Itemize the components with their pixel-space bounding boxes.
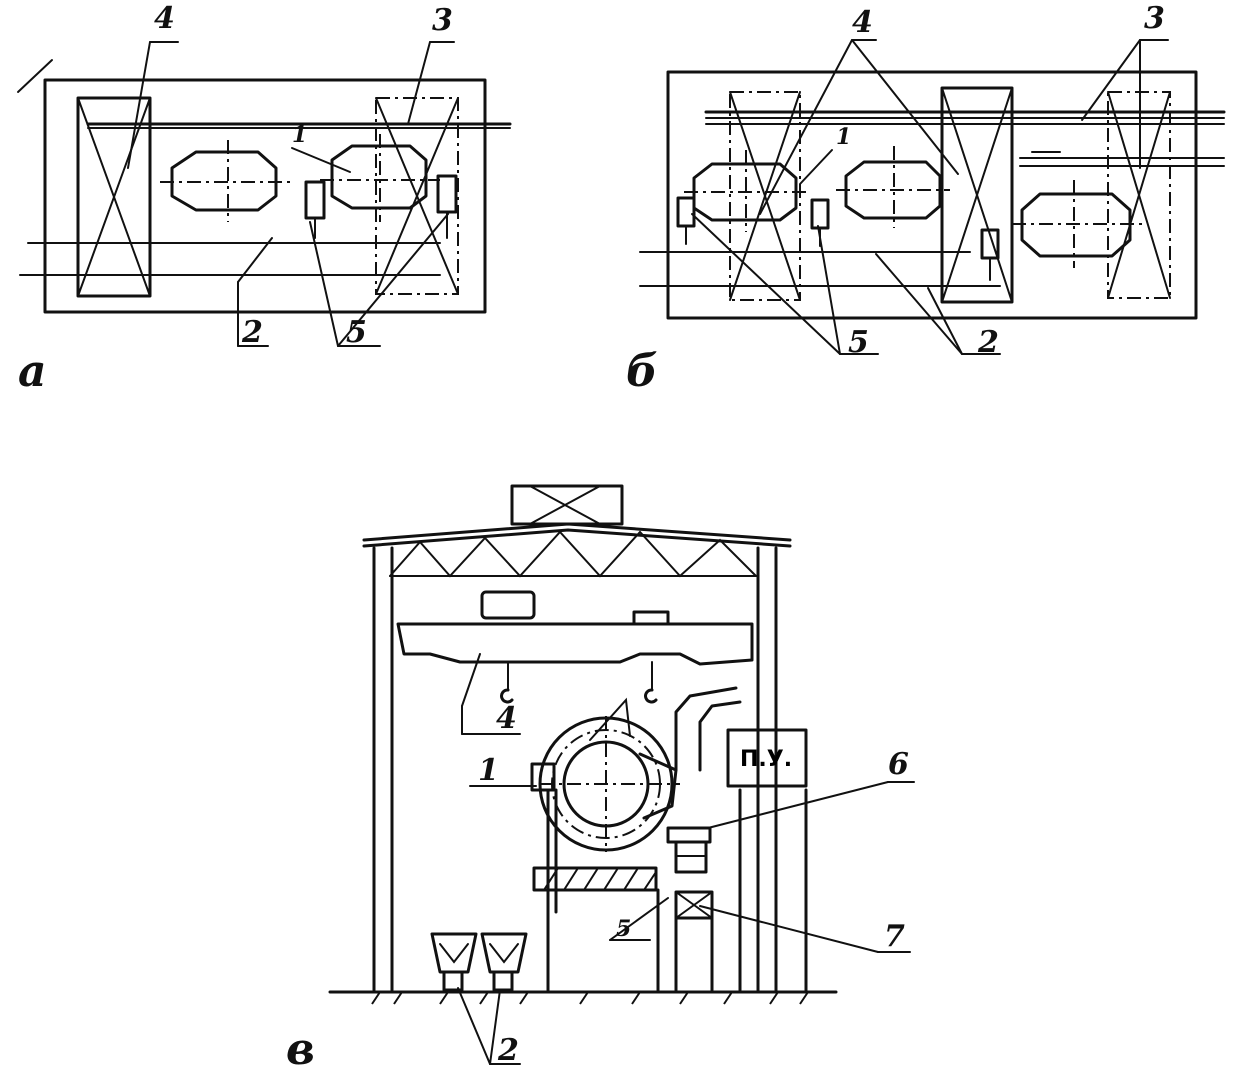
unit-a-2 (436, 174, 458, 214)
converter-mouth (638, 752, 678, 820)
label-a-1: 1 (292, 122, 307, 148)
converter-trunnion (530, 762, 556, 792)
converter-a-2 (330, 144, 428, 210)
converter-a-1 (170, 150, 278, 212)
converter-b-3 (1020, 192, 1132, 258)
converter-platform (532, 866, 658, 892)
label-b-1: 1 (836, 124, 851, 150)
label-v-2: 2 (497, 1033, 519, 1068)
panel-v-section-view: П.У. 1 4 6 5 (286, 484, 915, 1074)
panel-b-plan-view: 4 3 1 5 2 б (626, 1, 1226, 397)
crane-trolley-1 (480, 590, 536, 620)
building-outline-a (43, 78, 487, 314)
crane-b-1 (729, 91, 801, 301)
unit-b-2 (810, 198, 830, 230)
stand-6 (666, 826, 712, 844)
label-b-4: 4 (852, 5, 873, 40)
label-v-4: 4 (496, 701, 517, 736)
panel-letter-b: б (626, 346, 658, 397)
panel-a-plan-view: 4 3 1 2 5 а (17, 1, 512, 397)
support-7 (674, 890, 714, 920)
stray-mark (17, 59, 53, 93)
control-panel-label: П.У. (740, 747, 792, 772)
label-a-3: 3 (432, 3, 453, 38)
gas-duct (674, 686, 738, 772)
unit-a-1 (304, 180, 326, 220)
converter-hood (589, 697, 631, 741)
panel-letter-v: в (286, 1024, 315, 1074)
ladle-2 (480, 932, 528, 974)
gantry-left-a (76, 96, 152, 298)
crane-b-2 (940, 86, 1014, 304)
label-a-4: 4 (154, 1, 175, 36)
unit-b-1 (676, 196, 696, 228)
overhead-crane (396, 622, 754, 666)
crane-hook-2 (644, 688, 658, 704)
label-v-5: 5 (616, 916, 631, 942)
panel-letter-a: а (18, 346, 47, 397)
label-b-2: 2 (977, 325, 999, 360)
converter-b-2 (844, 160, 942, 220)
label-v-1: 1 (478, 753, 499, 788)
label-a-5: 5 (346, 315, 367, 350)
crane-trolley-2 (632, 610, 670, 626)
roof-lantern (510, 484, 624, 526)
label-v-7: 7 (884, 919, 905, 954)
label-b-3: 3 (1144, 1, 1165, 36)
ladle-1 (430, 932, 478, 974)
label-a-2: 2 (241, 315, 263, 350)
label-b-5: 5 (848, 325, 869, 360)
crane-hook-1 (500, 688, 514, 704)
building-outline-b (666, 70, 1198, 320)
converter-b-1 (692, 162, 798, 222)
control-panel-box (726, 728, 808, 788)
label-v-6: 6 (888, 747, 909, 782)
gantry-right-a (375, 97, 459, 295)
